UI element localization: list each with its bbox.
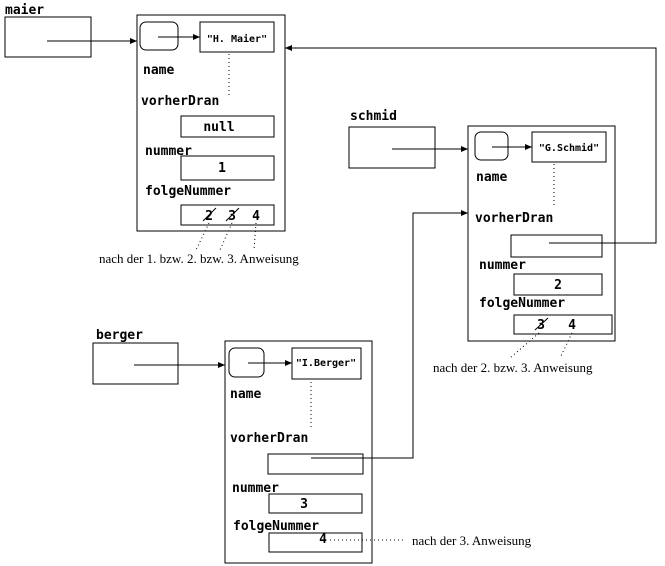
variable-box-berger [92,342,179,385]
maier-field-folgeNummer: folgeNummer [145,184,231,199]
maier-name-reference-slot [139,21,179,51]
maier-nummer-slot [180,155,275,181]
maier-name-value: "H. Maier" [207,33,267,45]
schmid-field-name: name [476,170,507,185]
schmid-annotation: nach der 2. bzw. 3. Anweisung [433,360,593,375]
schmid-name-value: "G.Schmid" [539,142,599,154]
schmid-vorherDran-slot [510,234,603,258]
maier-annotation: nach der 1. bzw. 2. bzw. 3. Anweisung [99,251,299,266]
maier-vorherDran-value: null [203,120,234,135]
berger-field-name: name [230,387,261,402]
berger-vorherDran-reference-arrow [311,210,468,459]
berger-nummer-value: 3 [300,497,308,512]
maier-strike-2 [225,207,240,222]
maier-vorherDran-slot [180,115,275,138]
maier-note-pointer-2 [219,222,233,251]
variable-label-maier: maier [5,3,44,18]
maier-strike-1 [202,207,217,222]
maier-note-pointer-3 [253,222,257,251]
variable-box-schmid [348,126,436,169]
schmid-folgeNummer-current-value: 4 [568,318,576,333]
schmid-field-folgeNummer: folgeNummer [479,296,565,311]
berger-field-nummer: nummer [232,481,279,496]
berger-name-value: "I.Berger" [296,358,356,369]
schmid-vorherDran-reference-arrow [285,45,657,244]
berger-field-vorherDran: vorherDran [230,431,308,446]
maier-field-name: name [143,63,174,78]
berger-field-folgeNummer: folgeNummer [233,519,319,534]
maier-field-nummer: nummer [145,144,192,159]
maier-folgeNummer-old-value-1: 2 [205,209,213,224]
berger-folgeNummer-current-value: 4 [319,532,327,547]
variable-box-maier [4,16,92,58]
maier-nummer-value: 1 [218,161,226,176]
schmid-nummer-value: 2 [554,278,562,293]
schmid-field-nummer: nummer [479,258,526,273]
berger-annotation: nach der 3. Anweisung [412,533,532,548]
berger-vorherDran-slot [267,453,364,475]
maier-folgeNummer-current-value: 4 [252,209,260,224]
berger-nummer-slot [268,493,363,514]
maier-string-object [199,21,275,53]
berger-folgeNummer-slot [268,532,363,553]
schmid-nummer-slot [513,273,603,296]
schmid-name-reference-slot [474,131,509,161]
maier-field-vorherDran: vorherDran [141,94,219,109]
schmid-folgeNummer-old-value-1: 3 [537,318,545,333]
maier-note-pointer-1 [195,222,210,251]
schmid-note-pointer-2 [559,332,573,359]
schmid-string-object [531,131,607,163]
berger-string-object [291,347,362,380]
schmid-field-vorherDran: vorherDran [475,211,553,226]
schmid-folgeNummer-slot [513,314,613,335]
variable-label-schmid: schmid [350,109,397,124]
variable-label-berger: berger [96,328,143,343]
schmid-strike-1 [534,317,549,331]
maier-folgeNummer-old-value-2: 3 [228,209,236,224]
